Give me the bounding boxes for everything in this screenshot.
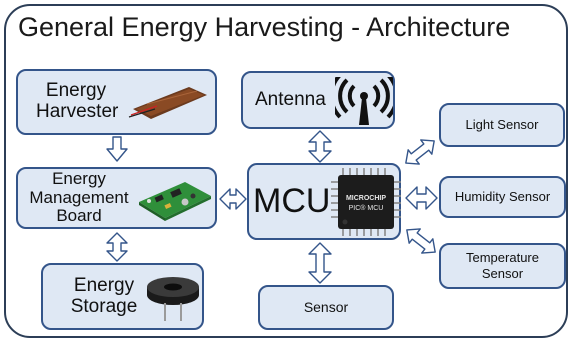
microchip-icon: MICROCHIP PIC® MCU	[331, 168, 401, 236]
humidity-sensor-label: Humidity Sensor	[454, 188, 551, 204]
arrow-mcu-light	[405, 139, 435, 165]
temperature-sensor-box: Temperature Sensor	[439, 243, 566, 289]
chip-brand-label: MICROCHIP	[346, 195, 386, 202]
wireless-signal-icon	[335, 77, 393, 125]
arrow-mcu-temperature	[406, 228, 436, 254]
temperature-sensor-label: Temperature Sensor	[466, 249, 539, 281]
arrow-board-storage	[106, 232, 128, 262]
arrow-antenna-mcu	[308, 130, 332, 163]
arrow-harvester-to-board	[106, 136, 128, 162]
mcu-box: MCU MICROCHIP PIC® MCU	[247, 163, 401, 240]
solar-panel-icon	[128, 87, 207, 119]
antenna-label: Antenna	[255, 88, 326, 110]
energy-storage-box: Energy Storage	[41, 263, 204, 330]
arrow-mcu-humidity	[405, 186, 438, 210]
arrow-board-mcu	[219, 188, 247, 210]
light-sensor-box: Light Sensor	[439, 103, 565, 147]
chip-product-label: PIC® MCU	[349, 204, 384, 212]
energy-harvester-label: Energy Harvester	[36, 80, 119, 122]
light-sensor-label: Light Sensor	[465, 116, 539, 132]
energy-storage-label: Energy Storage	[70, 274, 138, 317]
diagram-title: General Energy Harvesting - Architecture	[18, 12, 511, 42]
sensor-box: Sensor	[258, 285, 394, 330]
energy-management-board-label: Energy Management Board	[29, 169, 129, 226]
energy-harvester-box: Energy Harvester	[16, 69, 217, 135]
sensor-label: Sensor	[303, 298, 349, 315]
energy-management-board-box: Energy Management Board	[16, 167, 217, 229]
circuit-board-icon	[139, 182, 211, 221]
diagram-frame	[4, 4, 568, 338]
mcu-label: MCU	[253, 182, 331, 221]
antenna-box: Antenna	[241, 71, 395, 129]
arrow-mcu-sensor	[308, 242, 332, 284]
humidity-sensor-box: Humidity Sensor	[439, 176, 566, 218]
battery-storage-icon	[147, 277, 199, 321]
